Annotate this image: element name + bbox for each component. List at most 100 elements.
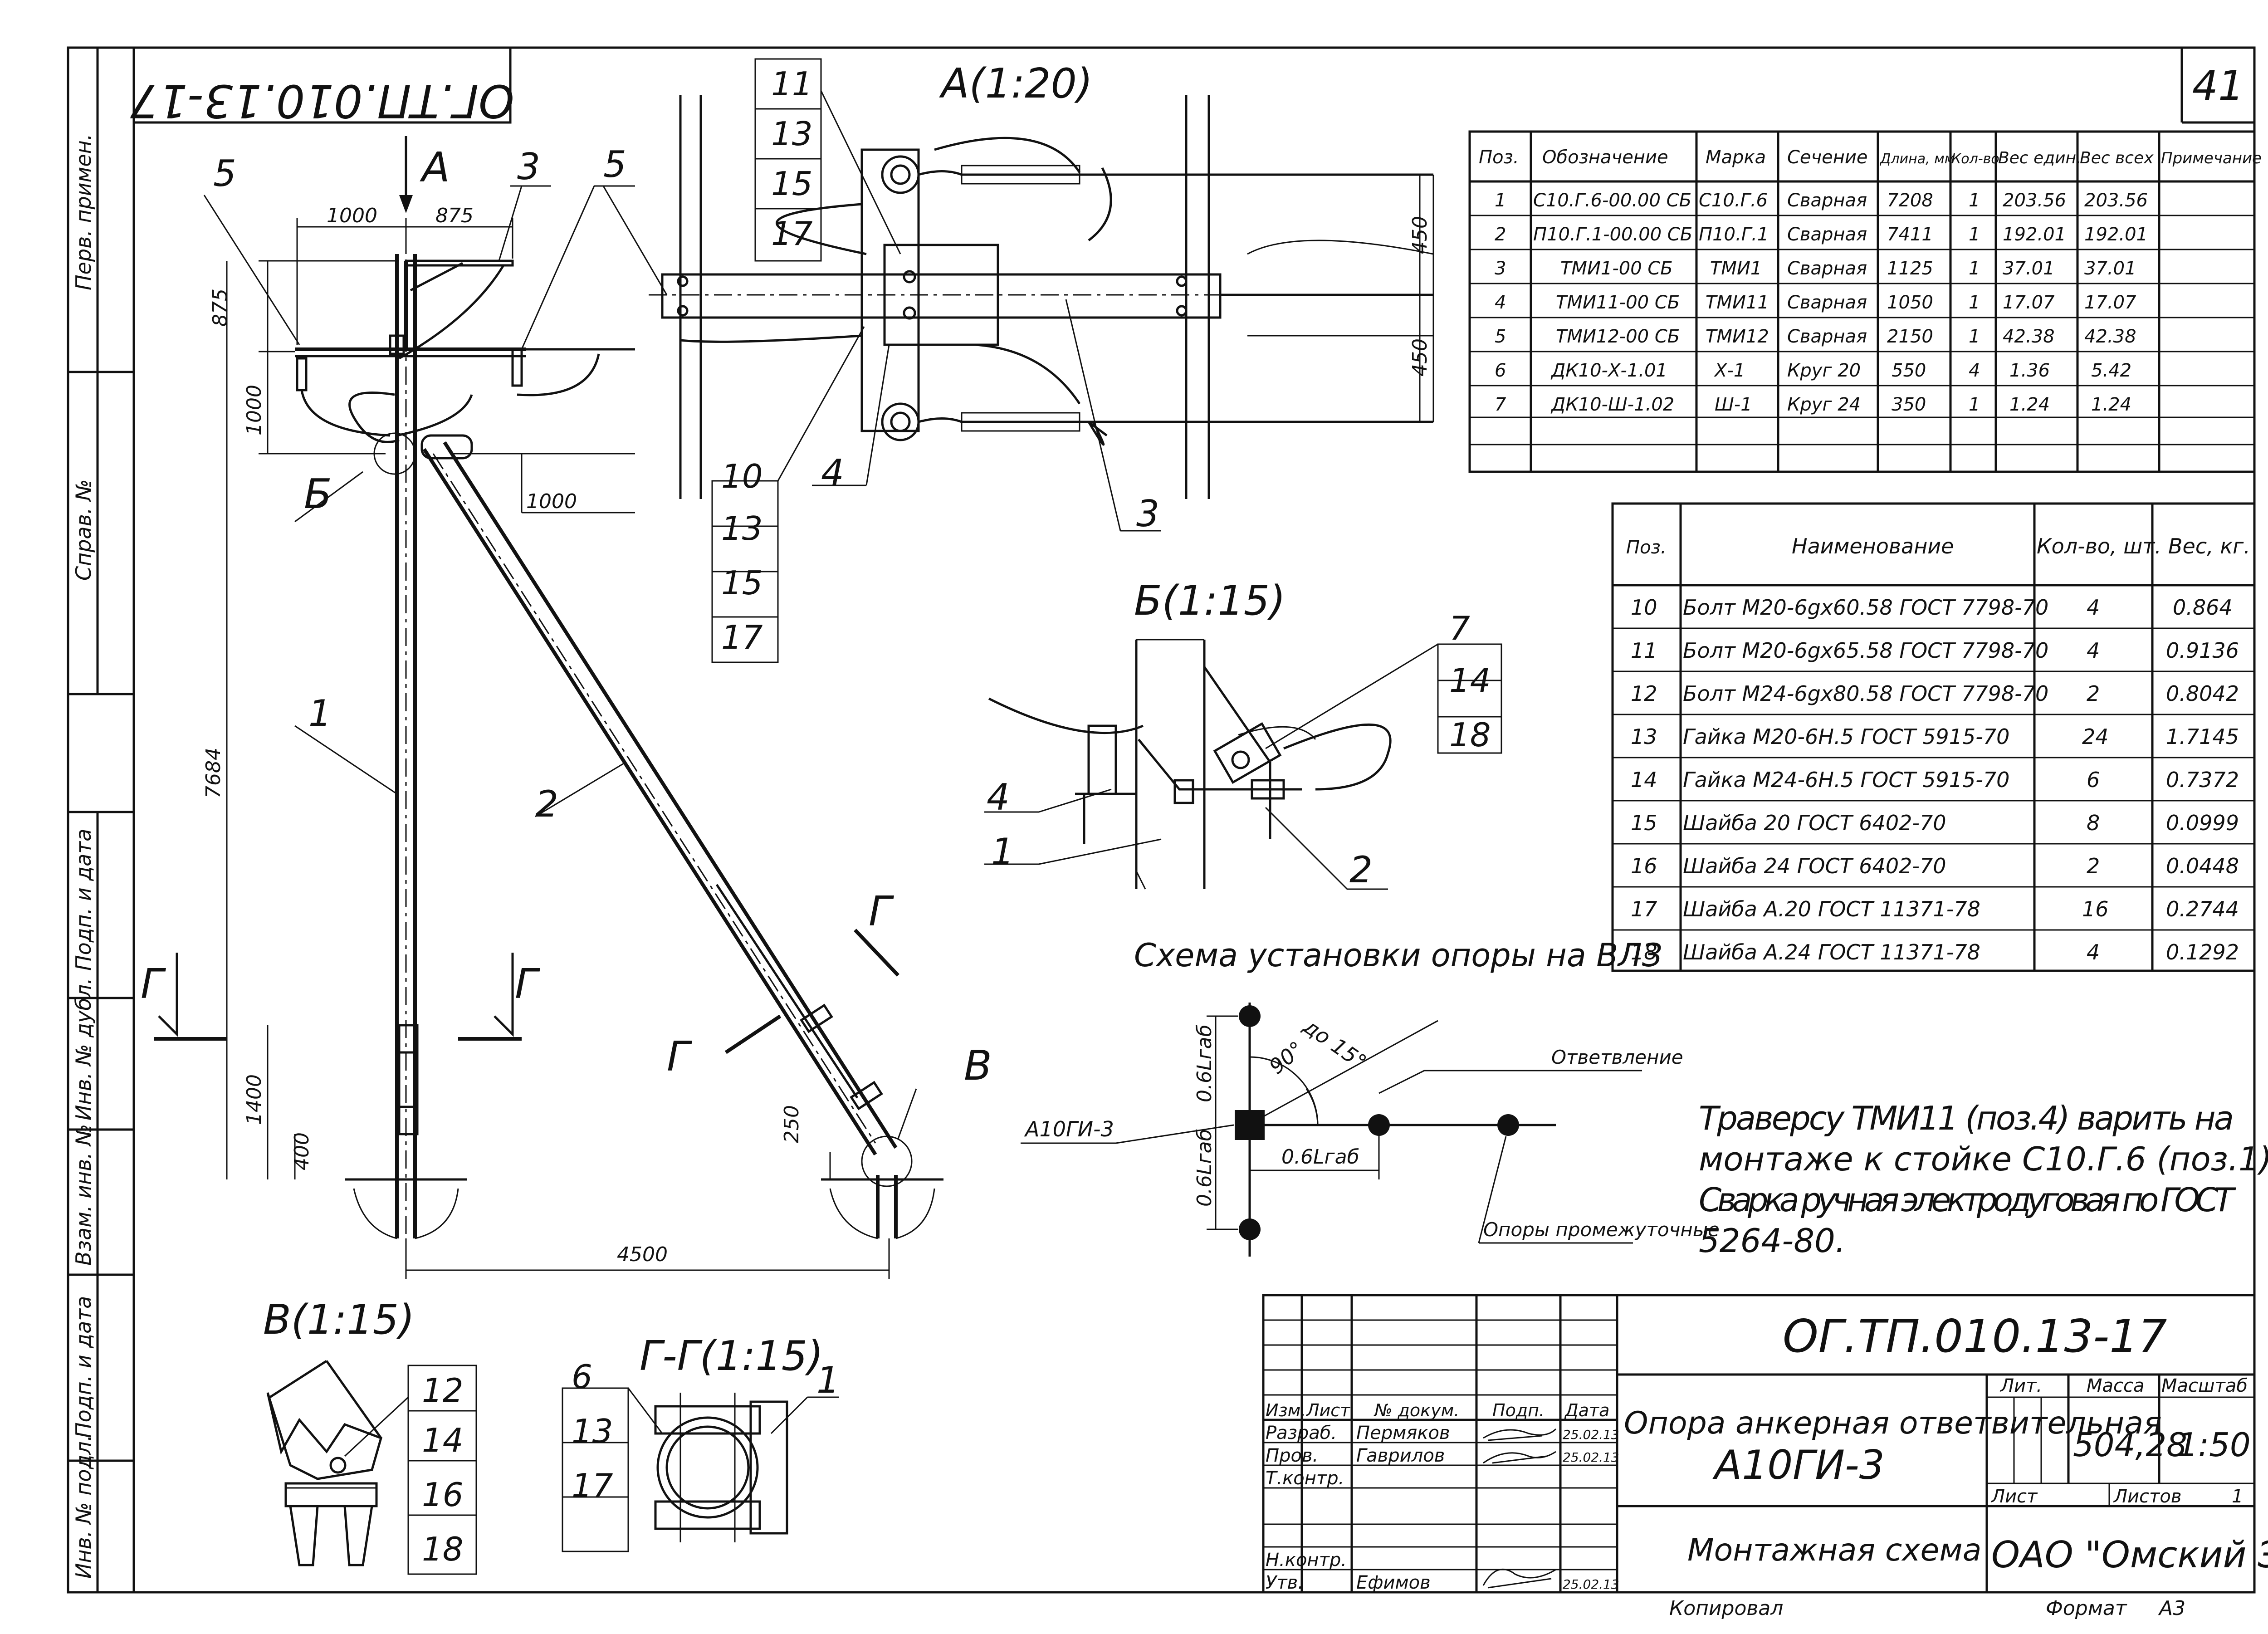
view-g: Г-Г(1:15) 6 13 17 1: [562, 1332, 840, 1552]
spec-row: 4 ТМИ11-00 СБ ТМИ11 Сварная 1050 1 17.07…: [1495, 292, 2136, 313]
view-g-callout-6: 6: [572, 1358, 592, 1396]
scheme-dim-h: 0.6Lгаб: [1281, 1145, 1359, 1169]
tb-date-2: 25.02.13: [1563, 1450, 1619, 1465]
side-stamp-5: Взам. инв. №: [71, 1124, 96, 1266]
scheme-intermediate-label: Опоры промежуточные: [1483, 1218, 1720, 1241]
tb-head-doc: № докум.: [1374, 1400, 1459, 1420]
spec-h-section: Сечение: [1787, 147, 1868, 168]
scheme-title: Схема установки опоры на ВЛЗ: [1134, 937, 1662, 974]
hw-row: 16 Шайба 24 ГОСТ 6402-70 2 0.0448: [1631, 854, 2239, 878]
view-b: Б(1:15) 7 14 18 4 1 2: [984, 577, 1502, 891]
spec-h-qty: Кол-во: [1951, 151, 1999, 167]
spec-r5-length: 2150: [1887, 326, 1933, 347]
hw-r2-pos: 11: [1631, 638, 1657, 663]
view-b-callout-2: 2: [1349, 849, 1373, 891]
spec-h-pos: Поз.: [1479, 147, 1519, 168]
hw-r3-weight: 0.8042: [2166, 681, 2239, 706]
letter-g3: Г: [869, 888, 894, 935]
tb-role-3: Т.контр.: [1266, 1468, 1344, 1489]
view-a-dim-450-2: 450: [1408, 338, 1432, 377]
hw-r6-weight: 0.0999: [2166, 811, 2239, 835]
note-line-1: Траверсу ТМИ11 (поз.4) варить на: [1699, 1099, 2234, 1137]
hw-r7-name: Шайба 24 ГОСТ 6402-70: [1683, 854, 1946, 878]
format-label: Формат: [2046, 1597, 2127, 1620]
spec-r1-pos: 1: [1495, 190, 1506, 211]
tb-head-izm: Изм.: [1266, 1400, 1306, 1420]
main-view: 1000 875 875 1000 1000 7684 1400 400 250…: [141, 136, 992, 1279]
notes: Траверсу ТМИ11 (поз.4) варить на монтаже…: [1699, 1099, 2268, 1260]
spec-row: 6 ДК10-Х-1.01 Х-1 Круг 20 550 4 1.36 5.4…: [1495, 360, 2131, 381]
letter-a: А: [420, 144, 450, 191]
spec-row: 5 ТМИ12-00 СБ ТМИ12 Сварная 2150 1 42.38…: [1495, 326, 2136, 347]
tb-sheets-label: Листов: [2113, 1486, 2181, 1507]
tb-role-2: Пров.: [1266, 1445, 1318, 1466]
spec-r1-mark: С10.Г.6: [1699, 190, 1768, 211]
signature-1: [1483, 1428, 1557, 1441]
hw-r4-qty: 24: [2082, 724, 2109, 749]
letter-g2: Г: [515, 960, 541, 1008]
note-line-2: монтаже к стойке С10.Г.6 (поз.1).: [1699, 1140, 2268, 1178]
spec-r3-wunit: 37.01: [2003, 258, 2055, 279]
spec-r4-desig: ТМИ11-00 СБ: [1556, 292, 1680, 313]
view-g-callout-13: 13: [572, 1412, 613, 1450]
tb-name-2: Гаврилов: [1356, 1445, 1445, 1466]
hw-row: 15 Шайба 20 ГОСТ 6402-70 8 0.0999: [1631, 811, 2239, 835]
tb-sheet-label: Лист: [1990, 1486, 2038, 1507]
view-v-callout-14: 14: [422, 1421, 464, 1459]
dim-875-top: 875: [435, 204, 474, 227]
hw-row: 17 Шайба А.20 ГОСТ 11371-78 16 0.2744: [1631, 897, 2239, 921]
spec-r2-section: Сварная: [1787, 224, 1867, 245]
hw-h-pos: Поз.: [1626, 537, 1667, 558]
spec-r3-desig: ТМИ1-00 СБ: [1560, 258, 1673, 279]
tb-name-1: Пермяков: [1356, 1423, 1450, 1443]
spec-r7-mark: Ш-1: [1715, 394, 1752, 415]
tb-head: Изм. Лист № докум. Подп. Дата: [1266, 1400, 1609, 1420]
hw-h-weight: Вес, кг.: [2168, 534, 2250, 558]
scheme-angle-90: 90°: [1264, 1037, 1308, 1079]
spec-r1-length: 7208: [1887, 190, 1933, 211]
hw-h-qty: Кол-во, шт.: [2037, 534, 2161, 558]
hw-r7-weight: 0.0448: [2166, 854, 2239, 878]
tb-role-5: Утв.: [1266, 1572, 1304, 1593]
dim-400: 400: [290, 1132, 313, 1170]
dim-250: 250: [780, 1105, 803, 1143]
spec-r7-section: Круг 24: [1787, 394, 1861, 415]
hw-r7-pos: 16: [1631, 854, 1657, 878]
side-stamp-2: Справ. №: [71, 479, 96, 581]
hw-row: 10 Болт М20-6gx60.58 ГОСТ 7798-70 4 0.86…: [1631, 595, 2233, 620]
hw-r3-qty: 2: [2087, 681, 2100, 706]
spec-r7-desig: ДК10-Ш-1.02: [1550, 394, 1674, 415]
tb-scale-label: Масштаб: [2161, 1375, 2248, 1396]
view-a-callout-bot-4: 17: [721, 618, 763, 656]
spec-r7-length: 350: [1892, 394, 1926, 415]
spec-r5-mark: ТМИ12: [1706, 326, 1769, 347]
view-a-callout-3: 3: [1136, 493, 1159, 535]
tb-people: Разраб. Пермяков 25.02.13 Пров. Гаврилов…: [1266, 1423, 1619, 1593]
spec-r4-mark: ТМИ11: [1706, 292, 1769, 313]
view-b-callout-14: 14: [1449, 661, 1491, 700]
spec-r2-wall: 192.01: [2084, 224, 2148, 245]
dim-4500: 4500: [617, 1243, 668, 1266]
view-v-callout-16: 16: [422, 1476, 464, 1514]
view-v-title: В(1:15): [263, 1296, 415, 1344]
hw-r6-name: Шайба 20 ГОСТ 6402-70: [1683, 811, 1946, 835]
hw-r8-name: Шайба А.20 ГОСТ 11371-78: [1683, 897, 1980, 921]
inverted-code: ОГ.ТП.010.13-17: [130, 74, 514, 127]
tb-head-sign: Подп.: [1492, 1400, 1545, 1420]
spec-r5-wunit: 42.38: [2003, 326, 2055, 347]
tb-subtitle: Монтажная схема: [1687, 1532, 1981, 1568]
hw-r3-pos: 12: [1631, 681, 1657, 706]
view-a-callout-bot-3: 15: [721, 564, 763, 602]
spec-row: 7 ДК10-Ш-1.02 Ш-1 Круг 24 350 1 1.24 1.2…: [1495, 394, 2131, 415]
view-g-callout-17: 17: [572, 1467, 613, 1505]
spec-r6-length: 550: [1892, 360, 1926, 381]
signature-5: [1482, 1569, 1556, 1589]
spec-r2-length: 7411: [1887, 224, 1933, 245]
view-v: В(1:15) 12 14 16 18: [263, 1296, 477, 1575]
dim-875-side: 875: [209, 289, 232, 327]
sheet-number-box: 41: [2180, 48, 2254, 124]
side-stamp: Перв. примен. Справ. № Подп. и дата Инв.…: [68, 48, 134, 1592]
dim-1000-top: 1000: [327, 204, 377, 227]
spec-r7-qty: 1: [1969, 394, 1980, 415]
